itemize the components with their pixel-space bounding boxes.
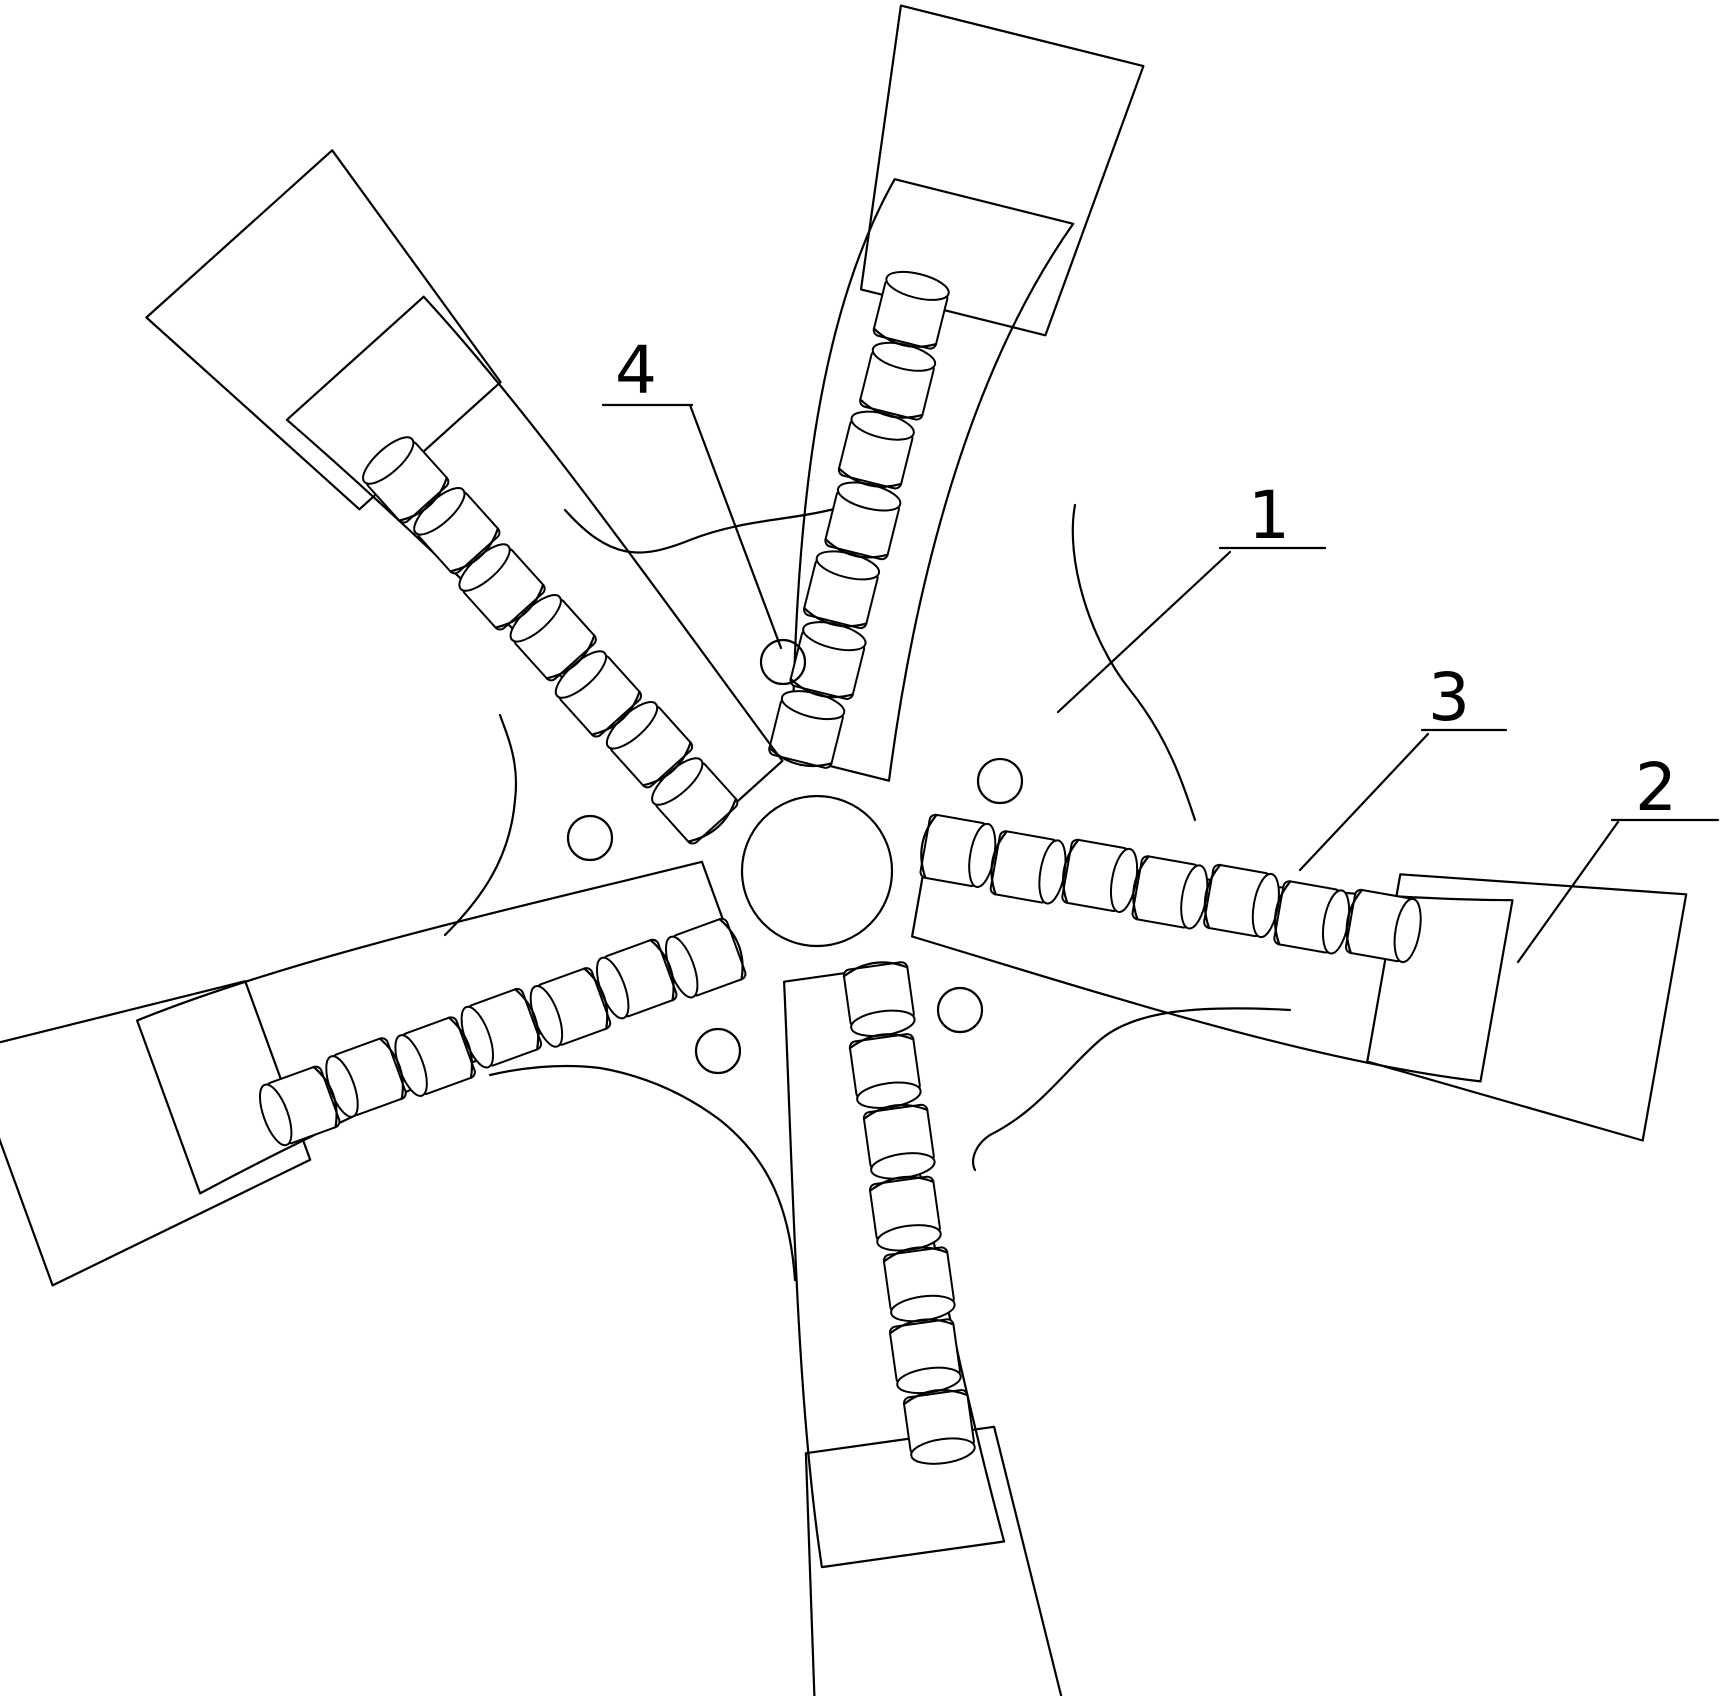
label-1: 1 [1248,477,1290,554]
gauge-pad [859,4,1145,337]
nozzle [694,1027,742,1075]
cutter [882,1246,956,1323]
cutter [837,410,915,490]
nozzle [936,986,984,1034]
cutter [605,701,694,789]
blade [768,4,1145,782]
gauge-pad [0,980,312,1287]
cutter [989,830,1067,905]
cutter [862,1103,936,1180]
callouts: 1 2 3 4 [601,332,1720,964]
cutter [824,481,902,561]
cutter [768,690,846,769]
cutter [1131,855,1209,930]
cutter [554,650,643,738]
gauge-pad [145,149,502,511]
cutter [919,813,997,888]
cutter [595,938,678,1020]
cutter [413,487,501,575]
nozzle [759,638,807,686]
nozzle [976,757,1024,805]
cutter [651,757,739,845]
cutter [458,543,546,631]
cutter [325,1037,407,1118]
cutter [362,436,450,524]
cutter [803,550,881,630]
blade [145,149,784,845]
cutter [664,917,747,999]
blade [0,860,747,1287]
nozzle [566,814,614,862]
cutter [842,961,916,1037]
cutter [1273,880,1351,955]
cutter [460,987,543,1069]
cutter [848,1033,922,1109]
cutter [394,1016,476,1097]
cutter [529,967,612,1048]
center-features [566,638,1024,1075]
gauge-pad [804,1425,1063,1696]
cutter [789,621,867,700]
label-3: 3 [1428,659,1470,736]
nozzles [566,638,1024,1075]
cutter [888,1318,962,1395]
cutter [868,1175,942,1252]
blade-outline [790,178,1075,782]
blades [0,4,1688,1696]
label-2: 2 [1635,749,1677,826]
gauge-pad [1366,873,1688,1142]
label-4: 4 [615,332,657,409]
central-bore [740,794,894,948]
cutter [902,1388,976,1465]
cutter [258,1065,341,1147]
cutter [1203,863,1280,939]
blade-outline [285,295,784,829]
cutter [1061,838,1139,913]
blade [783,961,1063,1696]
blade [911,813,1688,1142]
cutter [509,594,597,682]
cutter [859,341,937,421]
cutter [872,270,950,350]
cutter [1344,888,1422,964]
